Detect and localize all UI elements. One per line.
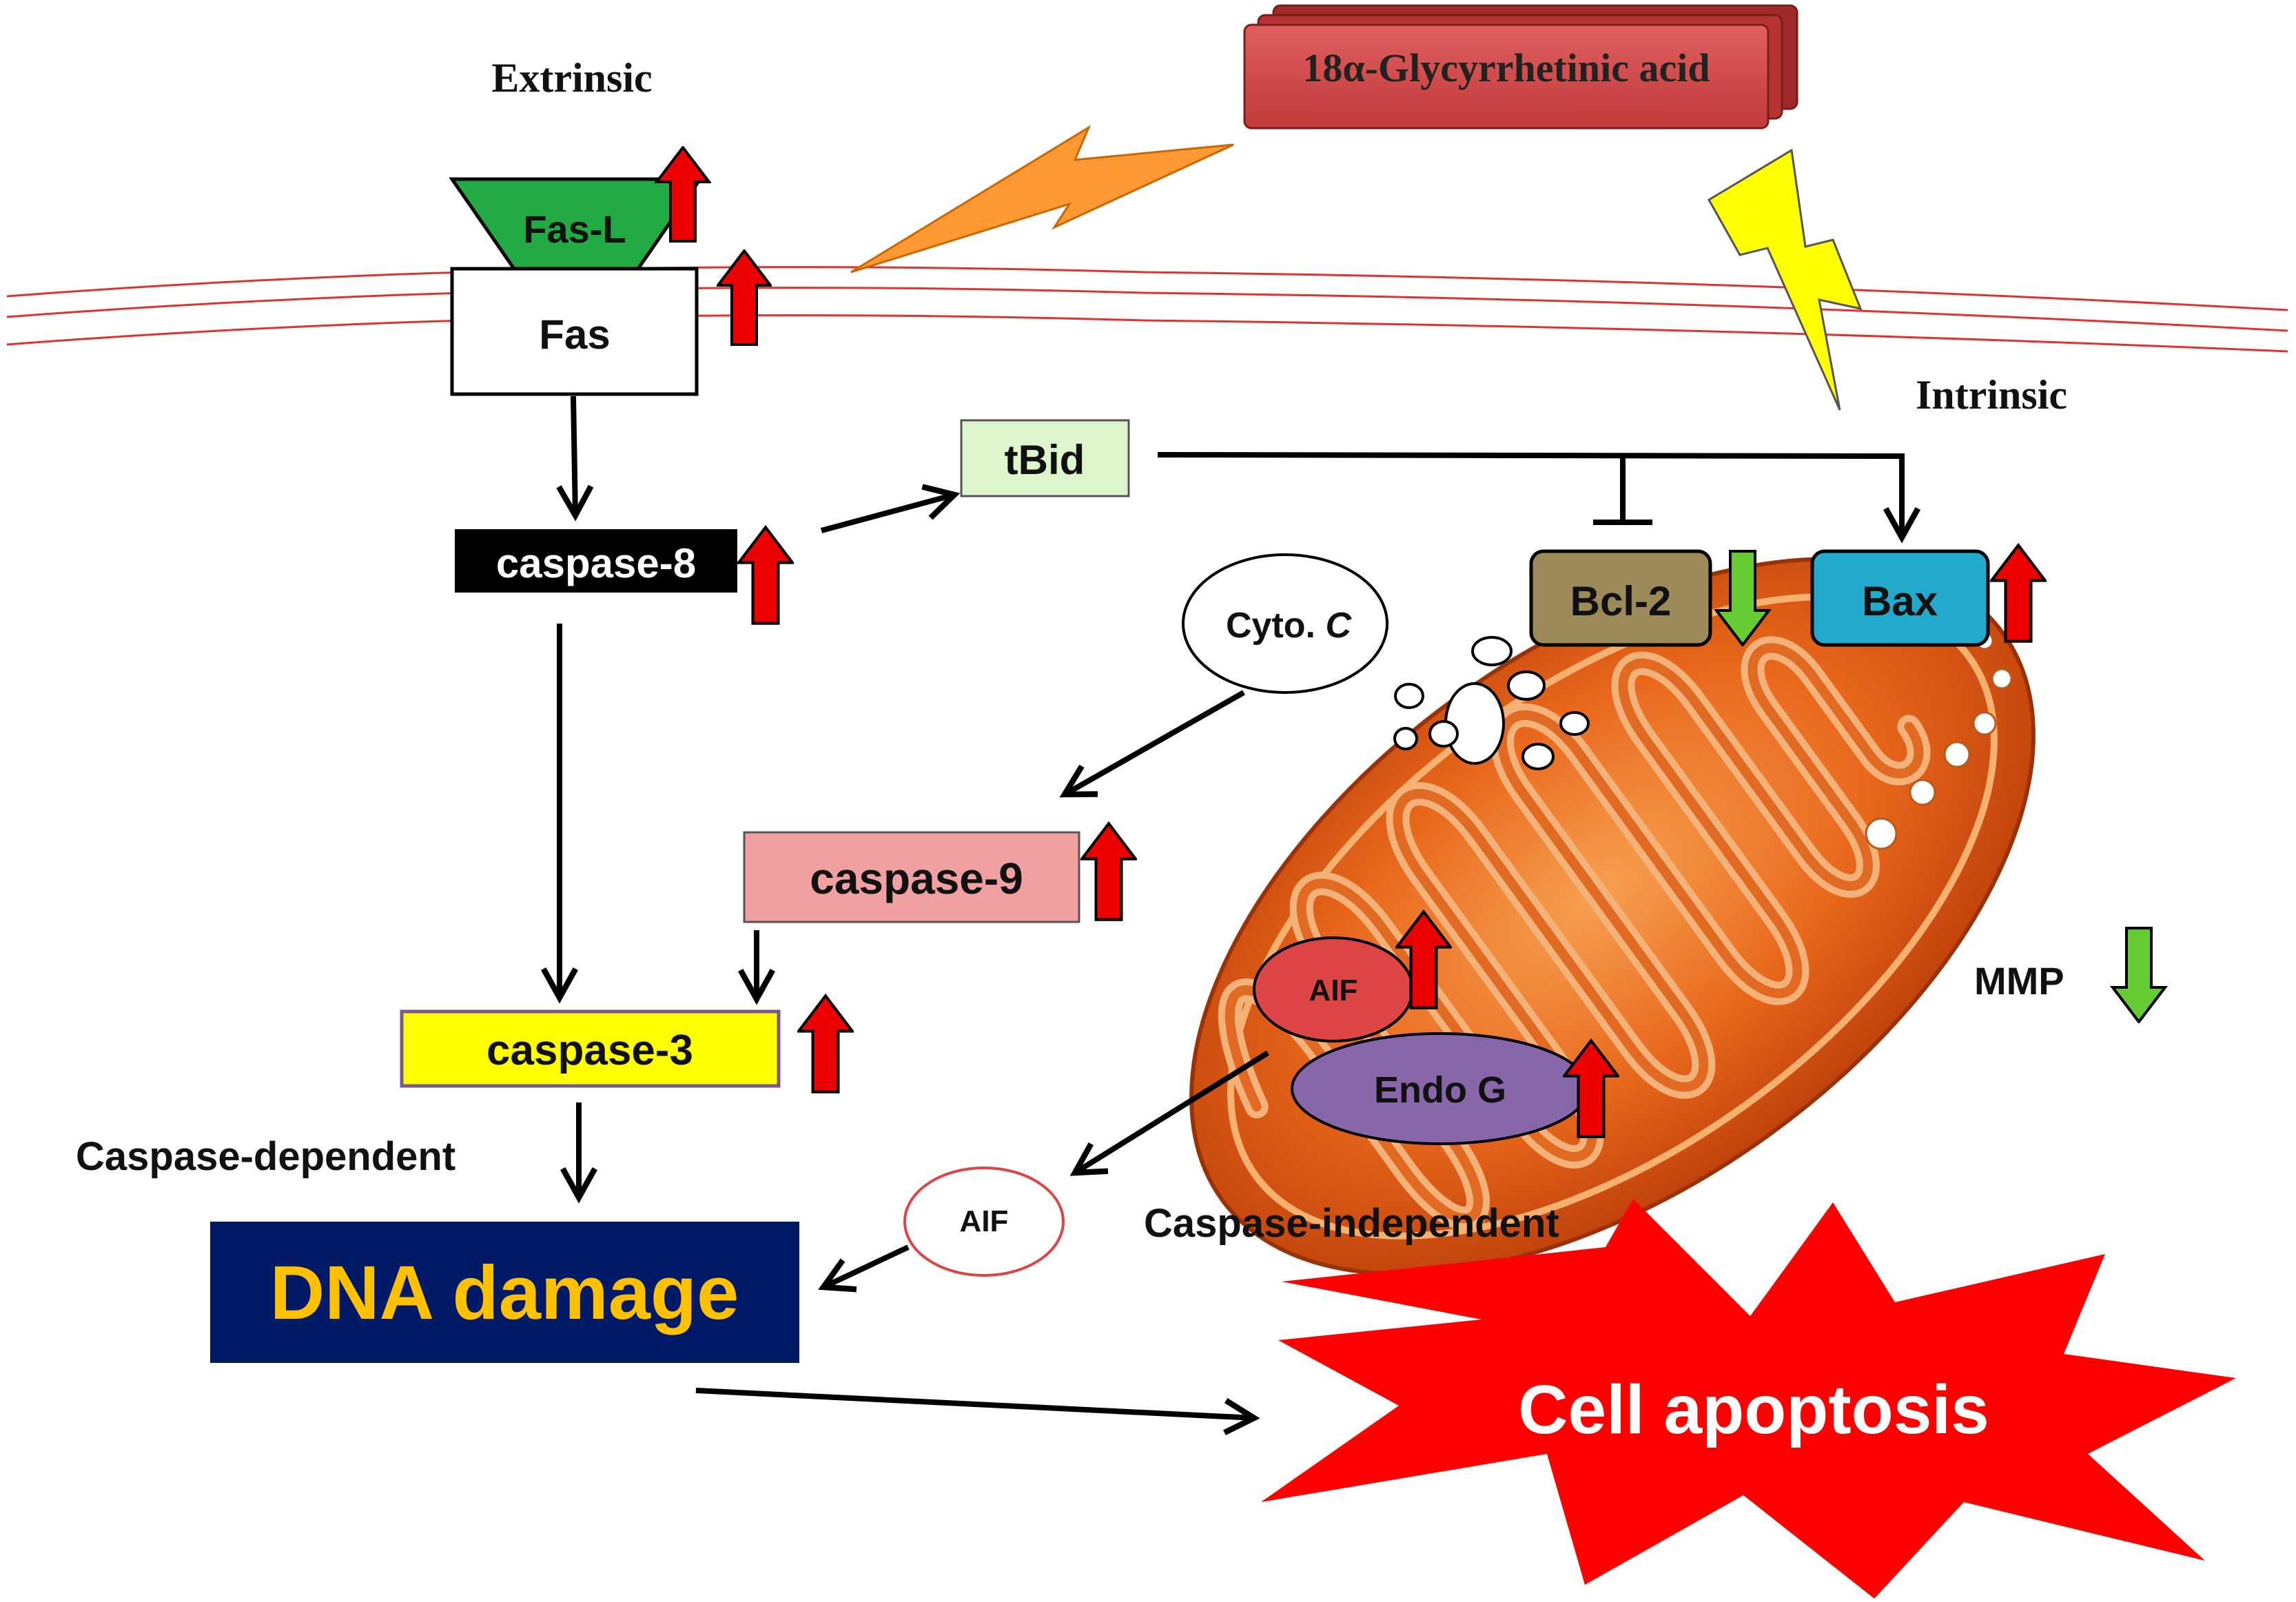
- caspase-3-up-arrow-icon: [799, 996, 852, 1091]
- cyto-c-italic-label: C: [1325, 606, 1352, 646]
- mmp-down-arrow-icon: [2113, 928, 2165, 1022]
- endo-g-label: Endo G: [1374, 1069, 1506, 1111]
- cytochrome-c-bubbles: [1393, 636, 1590, 770]
- aif-mito-ellipse: AIF: [1253, 936, 1414, 1043]
- intrinsic-label: Intrinsic: [1916, 372, 2067, 418]
- cyto-c-to-caspase-9-arrow: [1059, 690, 1245, 798]
- aif-to-released-aif-arrow: [1069, 1050, 1270, 1176]
- endo-g-ellipse: Endo G: [1291, 1032, 1590, 1145]
- bax-box: Bax: [1810, 549, 1990, 647]
- dna-damage-label: DNA damage: [270, 1251, 739, 1335]
- mmp-label: MMP: [1974, 959, 2064, 1003]
- fas-l-ligand: Fas-L: [449, 177, 704, 271]
- caspase-9-box: caspase-9: [743, 831, 1080, 923]
- compound-box: 18α-Glycyrrhetinic acid: [1243, 4, 1798, 130]
- dna-damage-box: DNA damage: [210, 1222, 799, 1363]
- tbid-box: tBid: [960, 419, 1130, 497]
- caspase-8-box: caspase-8: [455, 529, 737, 593]
- aif-released-label: AIF: [960, 1204, 1009, 1238]
- fas-receptor: Fas: [450, 267, 699, 396]
- cell-membrane: [6, 266, 2288, 353]
- yellow-lightning-bolt: [1707, 148, 1863, 411]
- caspase-3-label: caspase-3: [486, 1027, 693, 1074]
- aif-released-ellipse: AIF: [903, 1167, 1065, 1277]
- caspase-3-box: caspase-3: [400, 1009, 781, 1088]
- orange-lightning-bolt: [850, 125, 1234, 274]
- tbid-label: tBid: [1005, 437, 1085, 483]
- cyto-c-label: Cyto.: [1226, 606, 1315, 646]
- extrinsic-label: Extrinsic: [491, 55, 652, 101]
- caspase-9-up-arrow-icon: [1082, 823, 1136, 919]
- caspase-8-up-arrow-icon: [739, 527, 792, 623]
- fas-l-label: Fas-L: [523, 207, 626, 251]
- caspase-9-label: caspase-9: [810, 854, 1023, 903]
- released-aif-to-dna-damage-arrow: [818, 1244, 910, 1293]
- compound-label: 18α-Glycyrrhetinic acid: [1302, 45, 1710, 90]
- fas-to-caspase-8-arrow: [556, 396, 594, 522]
- cell-apoptosis-label: Cell apoptosis: [1518, 1371, 1989, 1448]
- tbid-to-bax-arrow: [1157, 452, 1921, 544]
- cytochrome-c-ellipse: Cyto. C: [1182, 553, 1388, 694]
- caspase-8-to-tbid-arrow: [820, 484, 961, 533]
- cell-apoptosis-burst: Cell apoptosis: [1261, 1199, 2236, 1599]
- fas-up-arrow-icon: [717, 249, 772, 346]
- caspase-dependent-label: Caspase-dependent: [76, 1134, 455, 1179]
- bcl-2-label: Bcl-2: [1570, 578, 1672, 624]
- svg-text:Cyto. C: Cyto. C: [1226, 606, 1352, 646]
- fas-label: Fas: [539, 311, 610, 358]
- aif-mito-label: AIF: [1309, 974, 1358, 1007]
- pathway-arrows: [540, 396, 1921, 1436]
- bcl-2-box: Bcl-2: [1529, 549, 1712, 647]
- caspase-independent-label: Caspase-independent: [1144, 1201, 1559, 1246]
- bax-label: Bax: [1862, 578, 1938, 624]
- dna-damage-to-apoptosis-arrow: [695, 1388, 1260, 1436]
- caspase-8-label: caspase-8: [496, 540, 696, 586]
